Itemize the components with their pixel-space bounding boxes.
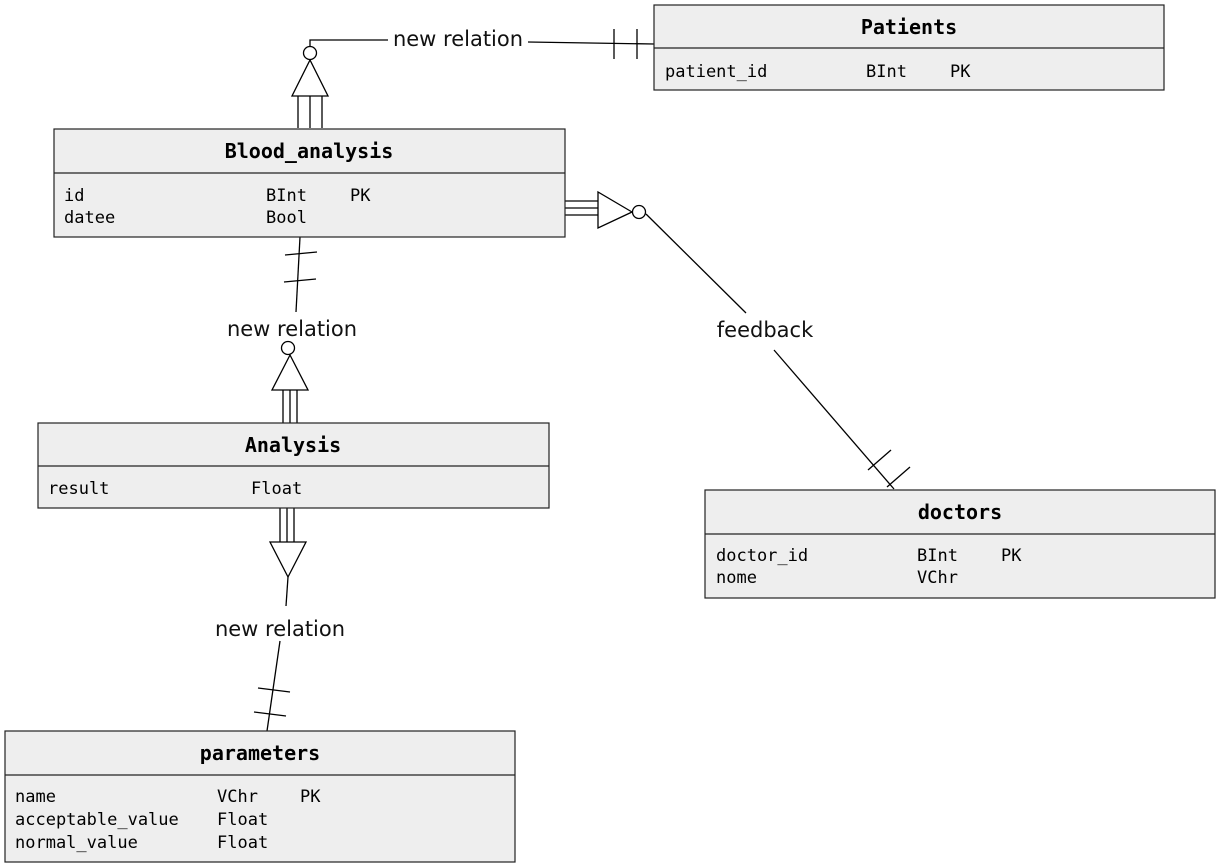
attribute-key: PK xyxy=(1001,546,1022,566)
entity-parameters[interactable]: parameters name VChr PK acceptable_value… xyxy=(4,730,516,863)
optional-circle-icon xyxy=(631,204,647,220)
attribute-name: name xyxy=(15,787,56,807)
attribute-name: result xyxy=(48,479,109,499)
attribute-key: PK xyxy=(950,62,971,82)
one-mandatory-bar-icon xyxy=(283,278,317,283)
relation-label: feedback xyxy=(717,318,814,342)
attribute-name: datee xyxy=(64,208,115,228)
one-mandatory-bar-icon xyxy=(257,687,291,693)
attribute-name: acceptable_value xyxy=(15,810,179,830)
attribute-type: BInt xyxy=(866,62,907,82)
attribute-type: VChr xyxy=(917,568,958,588)
relation-analysis-parameters[interactable]: new relation xyxy=(215,508,345,732)
entity-title: Analysis xyxy=(245,433,341,457)
inheritance-triangle-icon xyxy=(290,58,330,97)
entity-blood-analysis[interactable]: Blood_analysis id BInt PK datee Bool xyxy=(53,128,566,238)
relation-line xyxy=(295,236,301,313)
relation-label: new relation xyxy=(227,317,357,341)
inheritance-triangle-icon xyxy=(268,541,308,579)
relation-analysis-blood-analysis[interactable]: new relation xyxy=(227,236,357,423)
entity-box xyxy=(4,730,516,863)
entity-box xyxy=(704,489,1216,599)
attribute-key: PK xyxy=(300,787,321,807)
relation-blood-analysis-patients[interactable]: new relation xyxy=(290,27,655,128)
relation-blood-analysis-doctors[interactable]: feedback xyxy=(565,190,911,490)
entity-title: Patients xyxy=(861,15,957,39)
attribute-name: id xyxy=(64,186,84,206)
attribute-name: nome xyxy=(716,568,757,588)
attribute-type: Float xyxy=(217,810,268,830)
relation-line xyxy=(527,41,655,45)
attribute-type: Float xyxy=(217,833,268,853)
one-mandatory-bar-icon xyxy=(867,449,892,471)
attribute-name: doctor_id xyxy=(716,546,808,566)
relation-line xyxy=(309,39,388,46)
attribute-name: patient_id xyxy=(665,62,767,82)
attribute-name: normal_value xyxy=(15,833,138,853)
entity-patients[interactable]: Patients patient_id BInt PK xyxy=(653,4,1165,91)
entity-title: Blood_analysis xyxy=(225,139,394,163)
inheritance-triangle-icon xyxy=(597,190,634,230)
attribute-type: BInt xyxy=(266,186,307,206)
one-mandatory-bar-icon xyxy=(886,466,911,488)
attribute-type: VChr xyxy=(217,787,258,807)
one-mandatory-bar-icon xyxy=(284,251,318,256)
relation-line xyxy=(773,349,895,490)
one-mandatory-bar-icon xyxy=(253,711,287,717)
relation-label: new relation xyxy=(215,617,345,641)
optional-circle-icon xyxy=(302,45,318,61)
entity-analysis[interactable]: Analysis result Float xyxy=(37,422,550,509)
inheritance-triangle-icon xyxy=(270,353,310,391)
relation-label: new relation xyxy=(393,27,523,51)
attribute-type: BInt xyxy=(917,546,958,566)
entity-title: parameters xyxy=(200,741,320,765)
relation-line xyxy=(266,640,281,732)
entity-title: doctors xyxy=(918,500,1002,524)
attribute-type: Bool xyxy=(266,208,307,228)
attribute-key: PK xyxy=(350,186,371,206)
relation-line xyxy=(285,576,289,607)
attribute-type: Float xyxy=(251,479,302,499)
entity-doctors[interactable]: doctors doctor_id BInt PK nome VChr xyxy=(704,489,1216,599)
entity-box xyxy=(53,128,566,238)
optional-circle-icon xyxy=(280,340,296,356)
relation-line xyxy=(645,213,747,314)
